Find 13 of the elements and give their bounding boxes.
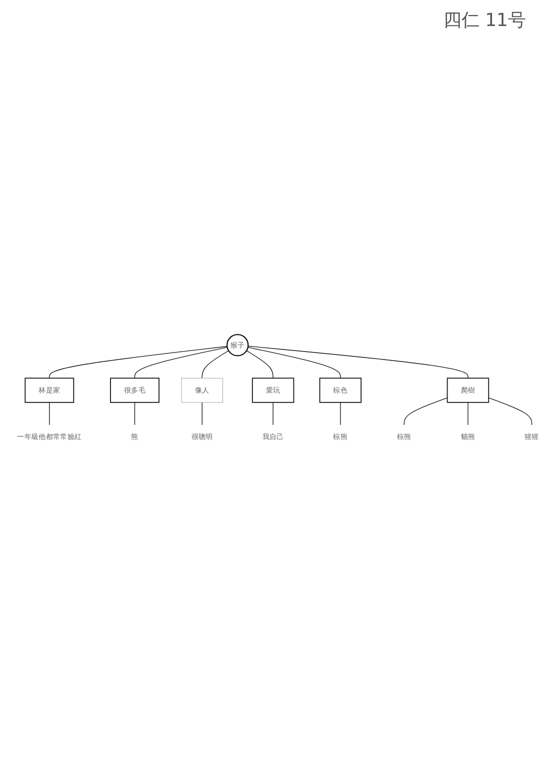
connector bbox=[246, 350, 274, 379]
connector bbox=[340, 402, 341, 426]
connector bbox=[272, 402, 274, 426]
connector bbox=[404, 398, 448, 426]
connector bbox=[248, 347, 341, 379]
connector bbox=[248, 346, 468, 379]
note-text: 四仁 11号 bbox=[443, 9, 526, 32]
connector bbox=[134, 347, 228, 379]
connector bbox=[49, 346, 228, 379]
connector bbox=[488, 398, 532, 426]
connector bbox=[202, 350, 229, 379]
connector bbox=[134, 402, 136, 426]
connector bbox=[49, 402, 50, 426]
